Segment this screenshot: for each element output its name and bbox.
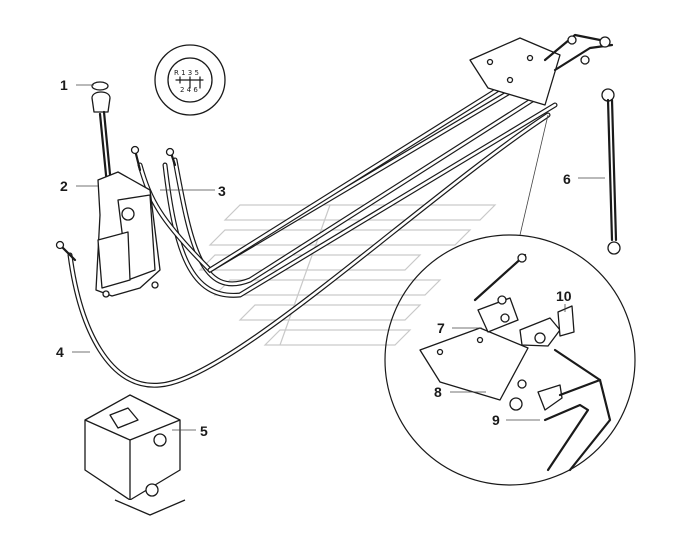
lever-cable-ends xyxy=(55,145,177,262)
gear-knob-inset: R 1 3 5 2 4 6 xyxy=(154,44,226,116)
callout-3: 3 xyxy=(218,183,226,199)
callout-5: 5 xyxy=(200,423,208,439)
watermark-logo xyxy=(198,204,497,346)
shift-pattern-bottom: 2 4 6 xyxy=(180,86,198,94)
gearbox-bracket xyxy=(469,33,614,106)
callout-6: 6 xyxy=(563,171,571,187)
callout-9: 9 xyxy=(492,412,500,428)
callout-10: 10 xyxy=(556,288,572,304)
base-bracket xyxy=(84,394,186,516)
callout-7: 7 xyxy=(437,320,445,336)
shift-lever-housing xyxy=(95,110,161,298)
detail-view-circle xyxy=(384,114,636,486)
callout-8: 8 xyxy=(434,384,442,400)
callout-2: 2 xyxy=(60,178,68,194)
linkage-rod xyxy=(601,88,621,255)
callout-leaders xyxy=(72,84,605,431)
shift-pattern-top: R 1 3 5 xyxy=(174,69,199,77)
shift-cables xyxy=(67,57,558,388)
knob-cap xyxy=(91,81,111,113)
callout-4: 4 xyxy=(56,344,64,360)
callout-labels: 1 2 3 4 5 6 7 8 9 10 xyxy=(56,77,572,439)
callout-1: 1 xyxy=(60,77,68,93)
